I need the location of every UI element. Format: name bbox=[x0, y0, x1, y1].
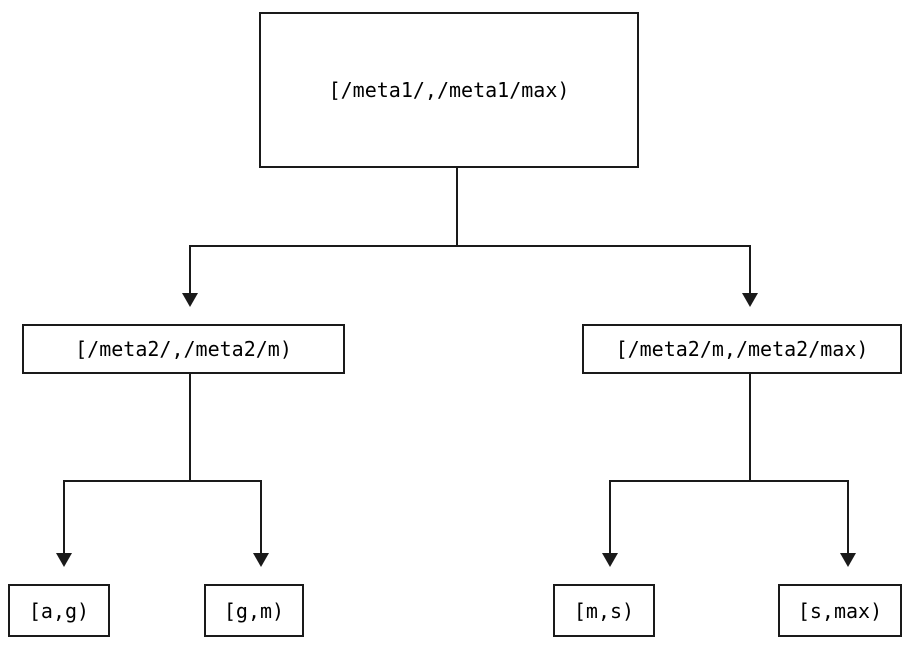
arrowhead-to-right bbox=[742, 293, 758, 307]
node-left-label: [/meta2/,/meta2/m) bbox=[75, 337, 292, 361]
node-left-right-leaf: [g,m) bbox=[204, 584, 304, 637]
edge-root-left bbox=[189, 245, 457, 294]
edge-root-right bbox=[457, 245, 751, 294]
edge-right-rightleaf bbox=[750, 480, 849, 554]
node-left-right-leaf-label: [g,m) bbox=[223, 598, 285, 623]
node-left: [/meta2/,/meta2/m) bbox=[22, 324, 345, 374]
node-right-right-leaf-label: [s,max) bbox=[797, 598, 883, 623]
edge-left-rightleaf bbox=[190, 480, 262, 554]
node-right-left-leaf-label: [m,s) bbox=[573, 598, 635, 623]
edge-right-leftleaf bbox=[609, 480, 750, 554]
node-right-right-leaf: [s,max) bbox=[778, 584, 902, 637]
arrowhead-to-left bbox=[182, 293, 198, 307]
arrowhead-to-left-left bbox=[56, 553, 72, 567]
node-left-left-leaf: [a,g) bbox=[8, 584, 110, 637]
node-right: [/meta2/m,/meta2/max) bbox=[582, 324, 902, 374]
arrowhead-to-right-left bbox=[602, 553, 618, 567]
arrowhead-to-left-right bbox=[253, 553, 269, 567]
node-right-label: [/meta2/m,/meta2/max) bbox=[615, 337, 869, 361]
edge-left-leftleaf bbox=[63, 480, 190, 554]
arrowhead-to-right-right bbox=[840, 553, 856, 567]
node-root: [/meta1/,/meta1/max) bbox=[259, 12, 639, 168]
node-right-left-leaf: [m,s) bbox=[553, 584, 655, 637]
node-root-label: [/meta1/,/meta1/max) bbox=[328, 78, 570, 102]
node-left-left-leaf-label: [a,g) bbox=[28, 598, 90, 623]
